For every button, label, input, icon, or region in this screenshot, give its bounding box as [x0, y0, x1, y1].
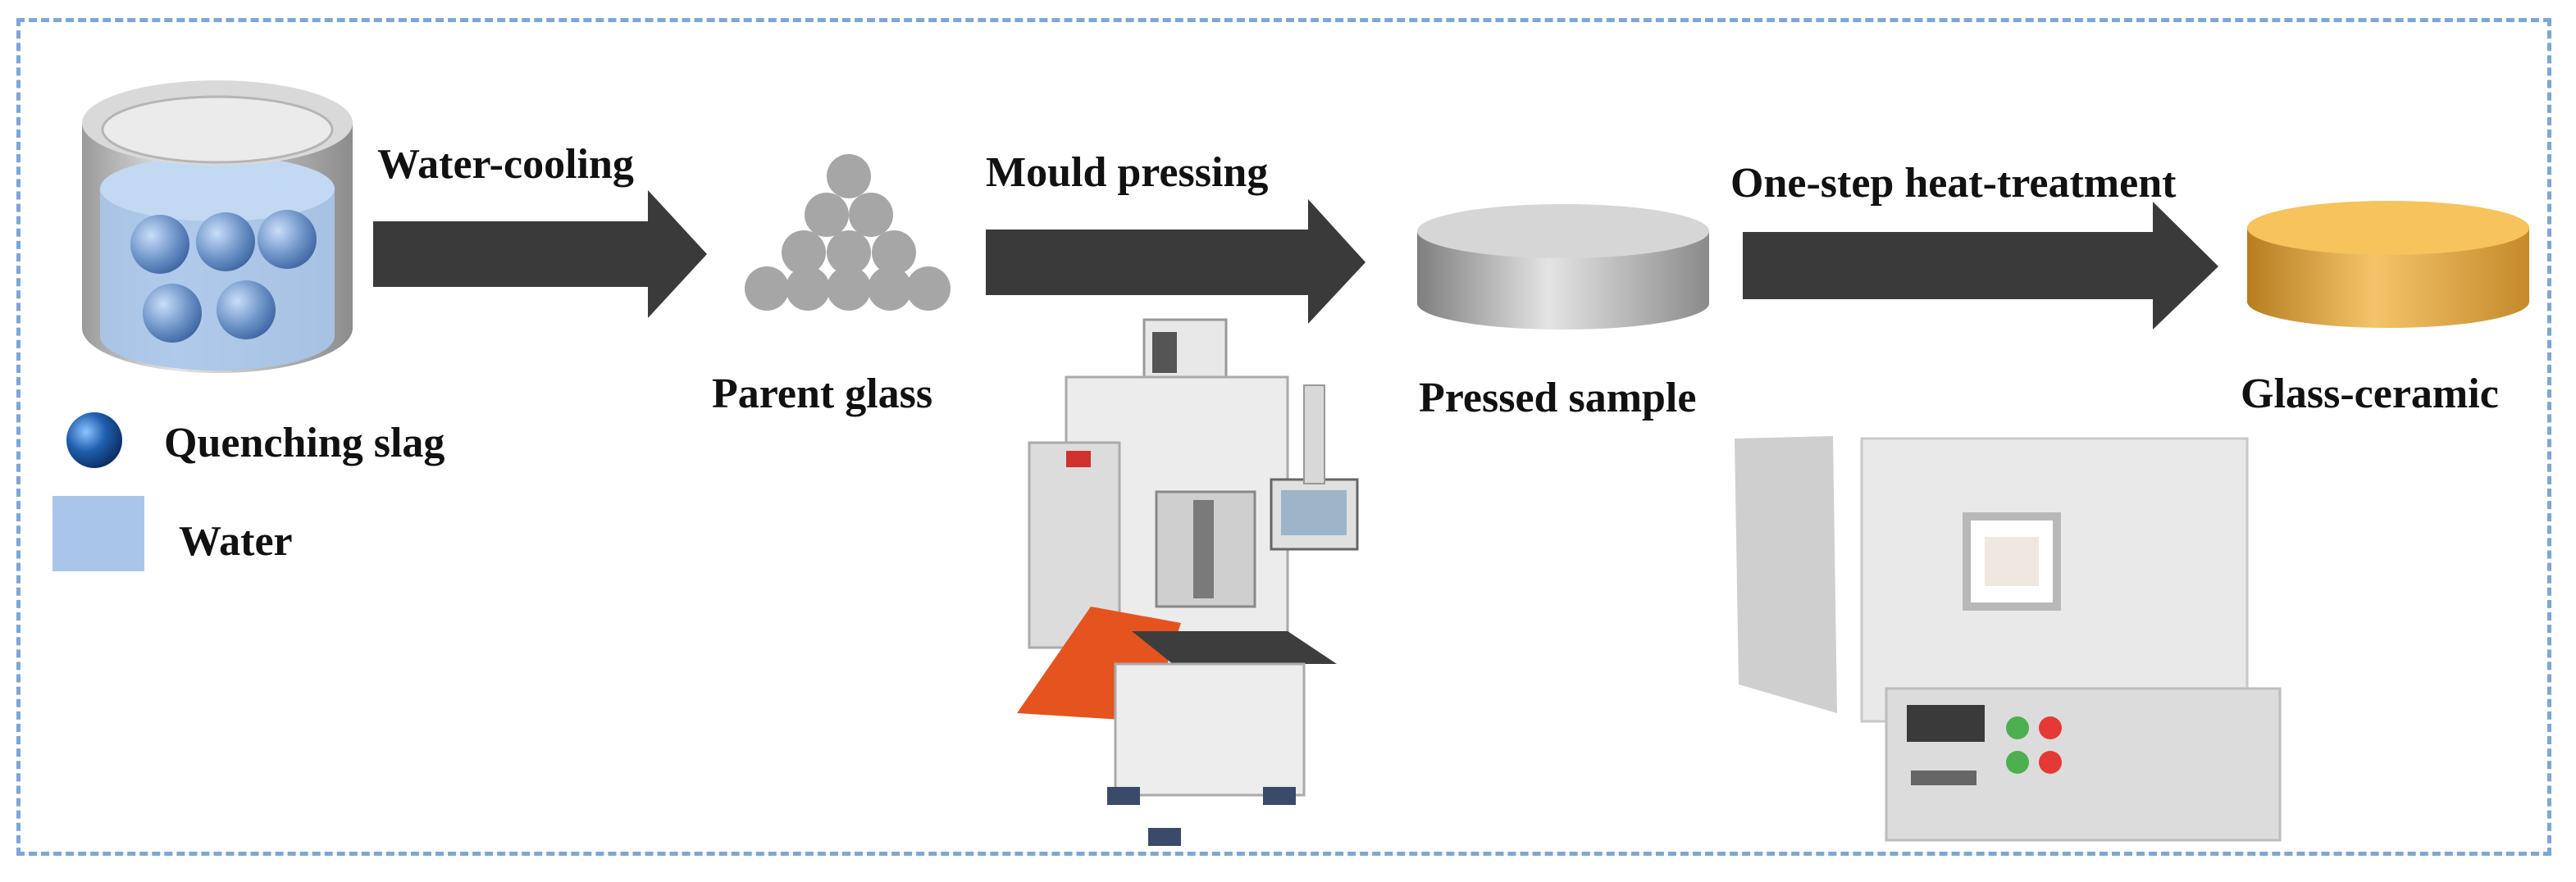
product-label-glass-ceramic: Glass-ceramic [2241, 371, 2499, 417]
dashed-frame [16, 18, 2551, 856]
product-label-pressed-sample: Pressed sample [1419, 375, 1697, 421]
hydraulic-press-icon [1017, 318, 1359, 846]
step-label-water-cooling: Water-cooling [377, 141, 634, 188]
water-beaker [82, 80, 353, 373]
step-label-mould-pressing: Mould pressing [986, 149, 1269, 196]
legend-label-water: Water [179, 518, 293, 565]
product-label-parent-glass: Parent glass [712, 371, 933, 417]
glass-ceramic-icon [2247, 201, 2529, 328]
arrow-water-cooling [373, 190, 707, 318]
arrow-heat-treatment [1743, 202, 2218, 330]
muffle-furnace-icon [1735, 436, 2282, 842]
parent-glass-icon [745, 154, 951, 311]
legend-label-quenching-slag: Quenching slag [164, 420, 445, 466]
pressed-sample-icon [1417, 204, 1709, 330]
step-label-heat-treatment: One-step heat-treatment [1730, 160, 2177, 207]
water-legend-icon [52, 496, 144, 571]
slag-legend-icon [66, 412, 122, 468]
arrow-mould-pressing [986, 199, 1366, 324]
